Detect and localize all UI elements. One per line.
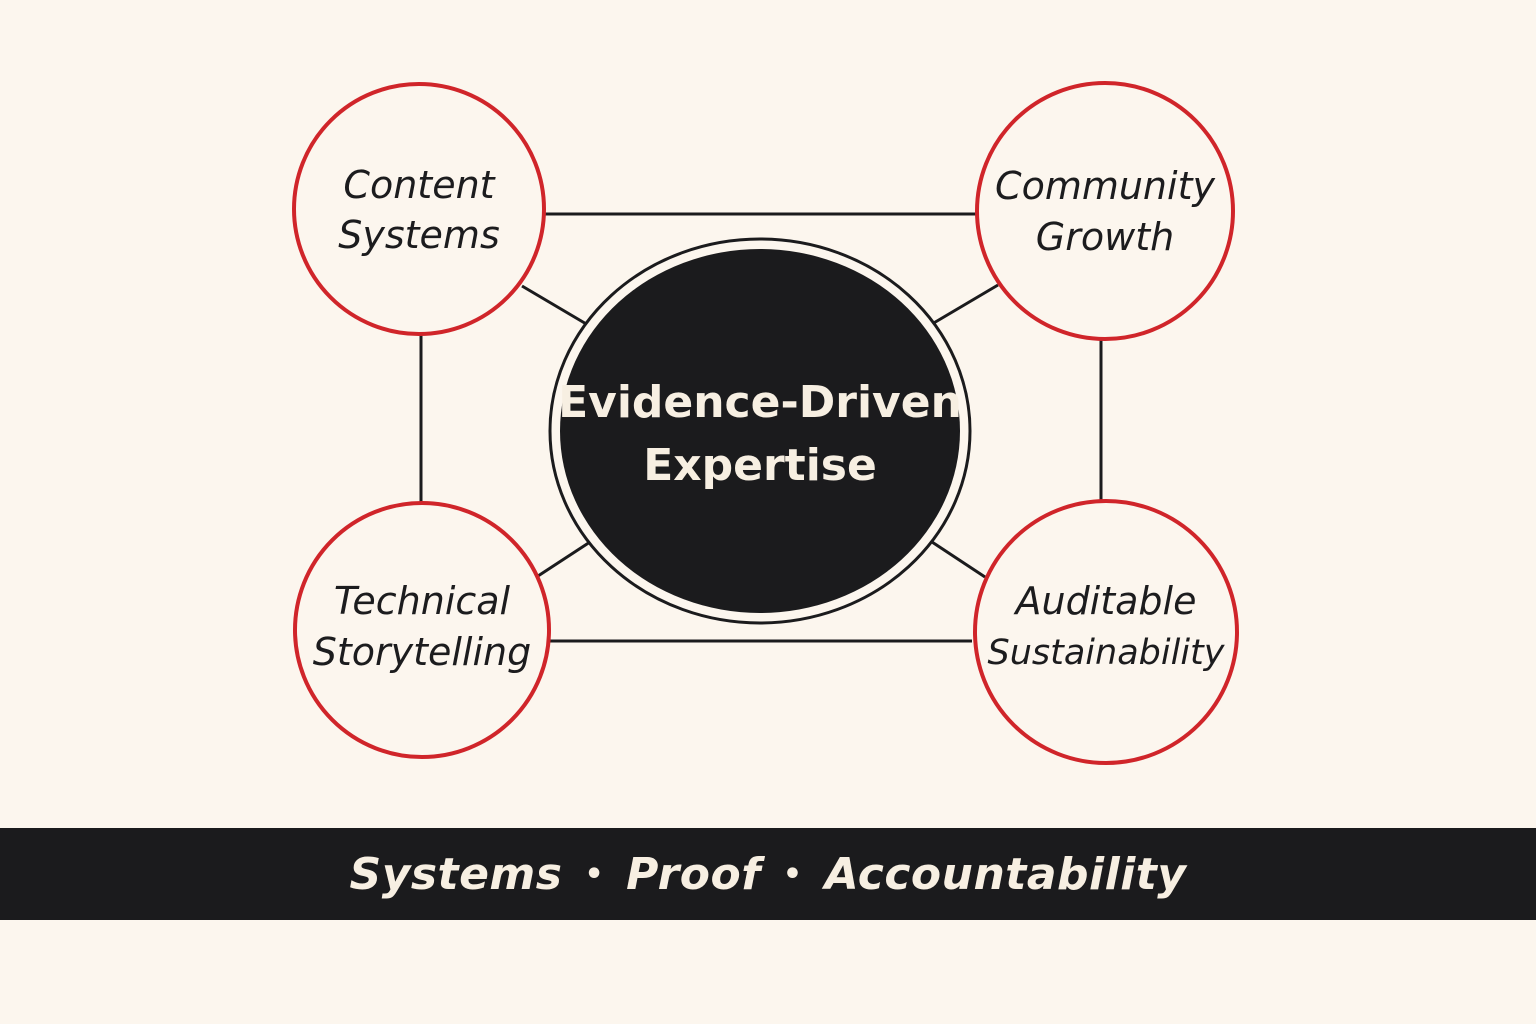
- node-label-line2: Systems: [338, 213, 500, 257]
- connector-diag-bottom-left: [537, 540, 591, 578]
- node-label-line2: Sustainability: [988, 633, 1226, 673]
- node-technical-storytelling: Technical Storytelling: [293, 501, 551, 759]
- node-label-line1: Content: [343, 163, 496, 207]
- node-circle: [973, 499, 1239, 765]
- node-auditable-sustainability: Auditable Sustainability: [973, 499, 1239, 765]
- connector-diag-bottom-right: [931, 540, 986, 579]
- tagline-item-accountability: Accountability: [824, 848, 1187, 900]
- node-community-growth: Community Growth: [975, 81, 1235, 341]
- center-hub-fill: [560, 249, 960, 613]
- node-label-line1: Technical: [334, 579, 511, 623]
- node-label-line1: Auditable: [1012, 579, 1196, 623]
- center-label-line1: Evidence-Driven: [558, 377, 962, 428]
- center-label-line2: Expertise: [643, 440, 877, 491]
- center-hub: Evidence-Driven Expertise: [548, 237, 972, 625]
- tagline-item-proof: Proof: [626, 848, 761, 900]
- node-label-line2: Storytelling: [313, 630, 532, 674]
- connectors: [419, 212, 1103, 643]
- node-label-line1: Community: [995, 164, 1215, 208]
- tagline-separator: •: [584, 856, 605, 892]
- node-circle: [293, 501, 551, 759]
- tagline-item-systems: Systems: [349, 848, 563, 900]
- connector-diag-top-right: [931, 283, 999, 326]
- node-circle: [292, 82, 546, 336]
- tagline: Systems • Proof • Accountability: [350, 849, 1187, 900]
- tagline-separator: •: [782, 856, 803, 892]
- node-label-line2: Growth: [1036, 215, 1174, 259]
- node-circle: [975, 81, 1235, 341]
- connector-diag-top-left: [521, 284, 589, 327]
- node-content-systems: Content Systems: [292, 82, 546, 336]
- tagline-banner: Systems • Proof • Accountability: [0, 828, 1536, 920]
